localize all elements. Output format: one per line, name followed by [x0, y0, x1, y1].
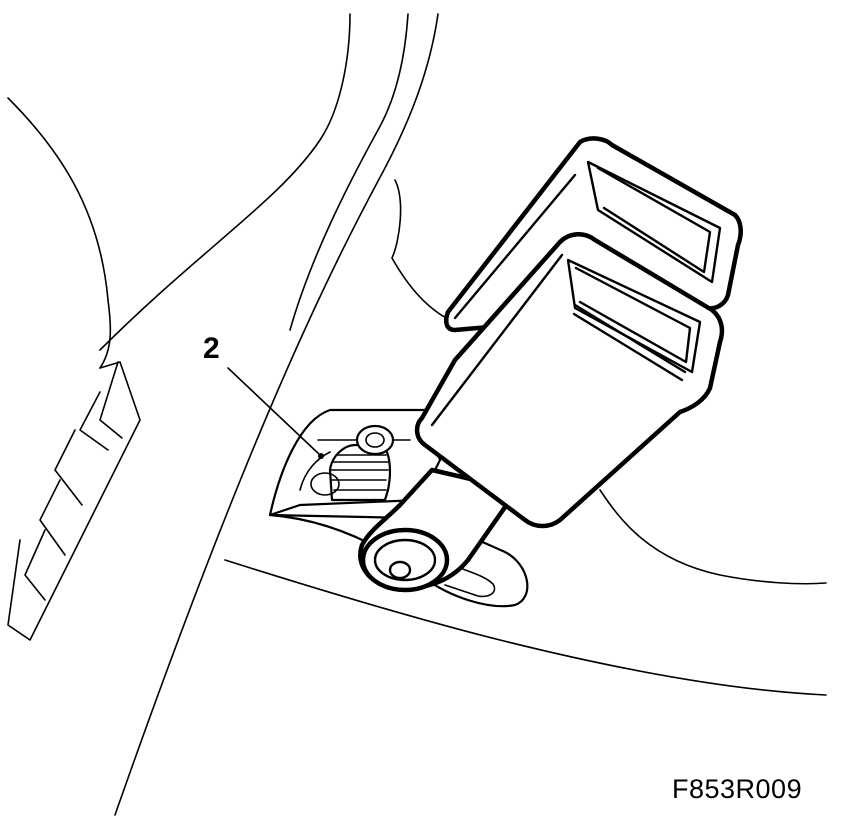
- figure-code: F853R009: [672, 774, 803, 804]
- mounting-tab-slot: [444, 565, 496, 598]
- floor-contour-lower: [224, 559, 827, 696]
- slat-2: [79, 391, 109, 451]
- slat-4: [39, 479, 66, 556]
- pillar-trim-edge-inner: [289, 13, 409, 331]
- threaded-stud: [310, 424, 395, 502]
- floor-contour-right: [599, 489, 827, 585]
- front-buckle: [414, 232, 725, 529]
- callout-leader-line: [227, 367, 321, 456]
- callout-leader-dot: [318, 453, 324, 459]
- pillar-trim-edge-right: [114, 13, 439, 816]
- callout-label: 2: [203, 332, 220, 365]
- anchor-bolt: [360, 527, 450, 593]
- slat-3: [54, 429, 83, 506]
- slat-1: [99, 361, 123, 439]
- seat-side-panel: [7, 361, 141, 641]
- floor-contour-upper: [391, 179, 451, 321]
- seat-side-curve: [99, 13, 351, 351]
- seat-cushion-outline: [7, 97, 112, 369]
- slat-5: [24, 529, 46, 601]
